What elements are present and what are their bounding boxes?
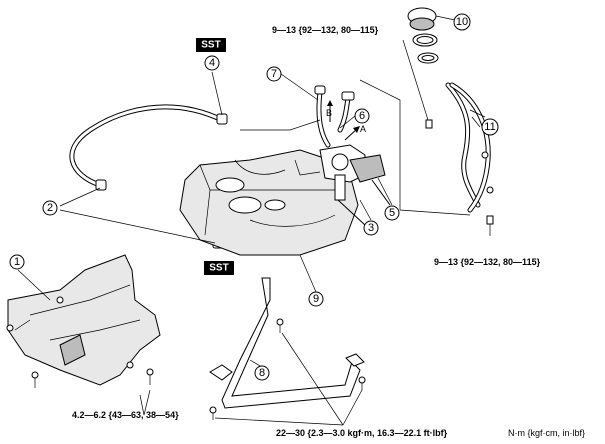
fuel-filler-pipe [402,39,494,236]
torque-spec-filler-bottom: 9—13 {92—132, 80—115} [434,257,541,267]
svg-text:11: 11 [484,121,495,133]
fuel-cap-assembly [407,7,456,64]
callout-1: 1 [9,254,25,270]
callout-4: 4 [204,55,220,71]
unit-legend: N·m {kgf·cm, in·lbf} [508,428,585,438]
callout-10: 10 [453,13,471,31]
callout-5: 5 [384,205,400,221]
svg-text:1: 1 [14,256,20,268]
fuel-tank-undercover [6,254,161,388]
callout-9: 9 [308,291,324,307]
torque-spec-undercover: 4.2—6.2 {43—63, 38—54} [72,410,179,420]
svg-text:SST: SST [201,40,220,51]
callout-2: 2 [42,200,58,216]
svg-text:2: 2 [47,202,53,214]
flow-label-a: A [360,124,366,134]
flow-label-b: B [326,108,332,118]
fuel-tank-strap [209,277,366,420]
svg-text:8: 8 [259,367,265,379]
svg-text:5: 5 [389,207,395,219]
callout-7: 7 [266,66,282,82]
svg-text:6: 6 [359,110,365,122]
callout-6: 6 [354,108,370,124]
torque-spec-filler-top: 9—13 {92—132, 80—115} [272,25,379,35]
svg-text:7: 7 [271,68,277,80]
sst-label-bottom: SST [204,261,234,275]
callout-11: 11 [481,118,499,136]
svg-text:9: 9 [313,293,319,305]
sst-label-top: SST [196,38,226,52]
pump-retainer [349,154,391,206]
callout-8: 8 [254,365,270,381]
vent-hoses: B A [314,85,366,148]
callout-leaders [17,71,481,426]
svg-text:3: 3 [368,222,374,234]
leader-dashed-lines [240,79,471,216]
svg-text:SST: SST [209,263,228,274]
svg-text:10: 10 [456,16,468,28]
callout-3: 3 [363,220,379,236]
torque-spec-tank-strap: 22—30 {2.3—3.0 kgf·m, 16.3—22.1 ft·lbf} [276,428,448,438]
svg-text:4: 4 [209,57,215,69]
fuel-tank [179,149,359,256]
fuel-pump-unit [319,144,366,226]
